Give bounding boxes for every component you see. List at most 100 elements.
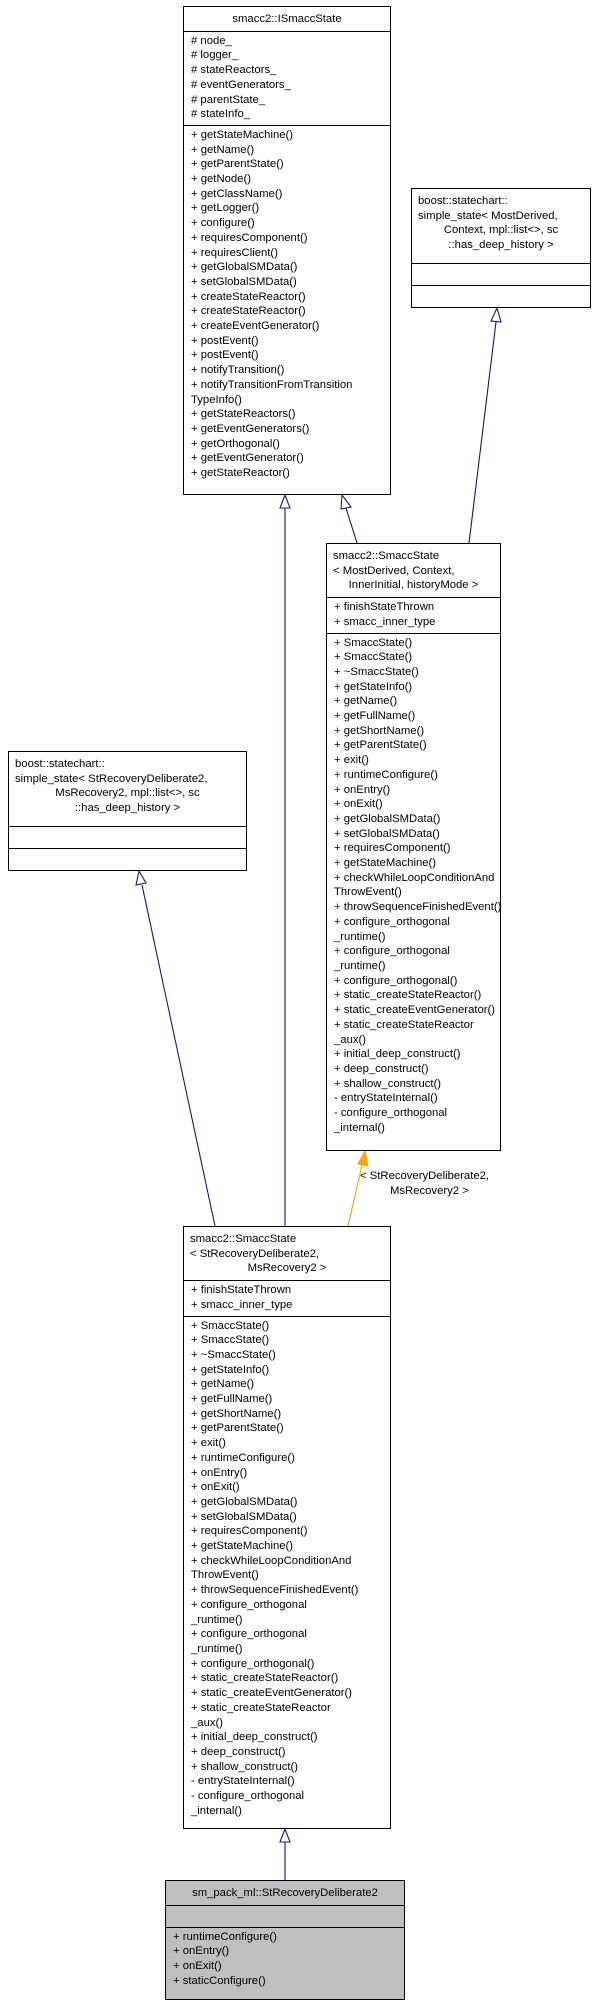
method: + configure_orthogonal [191, 1598, 307, 1611]
method: + runtimeConfigure() [173, 1930, 277, 1943]
methods-section: + SmaccState() + SmaccState() + ~SmaccSt… [327, 632, 502, 1139]
method: + checkWhileLoopConditionAnd [334, 871, 495, 884]
method: + getEventGenerators() [191, 422, 310, 435]
method: - entryStateInternal() [191, 1775, 295, 1788]
attribute: # parentState_ [191, 93, 266, 106]
method: ThrowEvent() [191, 1569, 259, 1582]
method: _runtime() [191, 1642, 243, 1655]
title-line: ::has_deep_history > [448, 239, 554, 252]
methods-section [412, 285, 590, 307]
method: + checkWhileLoopConditionAnd [191, 1554, 352, 1567]
method: + getLogger() [191, 202, 260, 215]
method: - entryStateInternal() [334, 1092, 438, 1105]
title-line: Context, mpl::list<>, sc [443, 224, 559, 237]
method: + getShortName() [334, 724, 425, 737]
method: + configure_orthogonal() [334, 974, 458, 987]
method: + runtimeConfigure() [191, 1451, 295, 1464]
method: + onExit() [334, 798, 383, 811]
edge-smacc-template-to-boost-top [468, 321, 497, 544]
class-box-st-recovery-deliberate2[interactable]: sm_pack_ml::StRecoveryDeliberate2 + runt… [165, 1880, 405, 2000]
title-line: MsRecovery2 > [247, 1262, 327, 1275]
method: + onExit() [173, 1960, 222, 1973]
method: _aux() [334, 1033, 367, 1046]
method: + initial_deep_construct() [191, 1731, 318, 1744]
method: + runtimeConfigure() [334, 768, 438, 781]
method: + getGlobalSMData() [191, 261, 298, 274]
method: + deep_construct() [334, 1062, 429, 1075]
method: + throwSequenceFinishedEvent() [191, 1584, 359, 1597]
method: + postEvent() [191, 334, 259, 347]
method: + SmaccState() [334, 651, 413, 664]
method: _internal() [191, 1804, 242, 1817]
method: + staticConfigure() [173, 1974, 266, 1987]
method: + shallow_construct() [334, 1077, 442, 1090]
class-box-ismacc-state[interactable]: smacc2::ISmaccState # node_ # logger_ # … [183, 6, 391, 495]
method: + configure_orthogonal [191, 1628, 307, 1641]
method: + requiresClient() [191, 246, 278, 259]
template-argument-label: < StRecoveryDeliberate2, MsRecovery2 > [360, 1169, 489, 1198]
attributes-section [166, 1904, 404, 1927]
edge-smacc-template-to-ismacc [345, 507, 358, 544]
attribute: + smacc_inner_type [191, 1298, 293, 1311]
method: + configure_orthogonal [334, 915, 450, 928]
template-argument-line: < StRecoveryDeliberate2, [360, 1170, 490, 1182]
attribute: # stateInfo_ [191, 108, 251, 121]
method: + getName() [191, 143, 255, 156]
attributes-section [412, 263, 590, 285]
title-line: MsRecovery2, mpl::list<>, sc [55, 787, 200, 800]
attribute: # node_ [191, 34, 232, 47]
attributes-section: + finishStateThrown + smacc_inner_type [184, 1280, 390, 1315]
method: _runtime() [191, 1613, 243, 1626]
method: + SmaccState() [191, 1319, 270, 1332]
method: + onEntry() [334, 783, 391, 796]
class-box-smacc-state-instance[interactable]: smacc2::SmaccState < StRecoveryDeliberat… [183, 1226, 391, 1829]
title-line: boost::statechart:: [418, 195, 508, 207]
method: + static_createEventGenerator() [191, 1687, 353, 1700]
class-title: smacc2::SmaccState < StRecoveryDeliberat… [184, 1227, 390, 1280]
method: + static_createStateReactor() [191, 1672, 339, 1685]
method: + createEventGenerator() [191, 320, 320, 333]
class-box-boost-simple-state-generic[interactable]: boost::statechart:: simple_state< MostDe… [411, 188, 591, 308]
class-box-boost-simple-state-instance[interactable]: boost::statechart:: simple_state< StReco… [8, 751, 247, 871]
class-title: smacc2::SmaccState < MostDerived, Contex… [327, 544, 500, 597]
method: + getFullName() [191, 1393, 273, 1406]
attribute: + finishStateThrown [191, 1284, 292, 1297]
method: + getParentState() [334, 739, 427, 752]
attribute: + smacc_inner_type [334, 615, 436, 628]
inheritance-arrowhead [340, 493, 352, 510]
method: + configure_orthogonal [334, 945, 450, 958]
method: + getStateInfo() [191, 1363, 270, 1376]
method: + ~SmaccState() [191, 1348, 276, 1361]
attributes-section [9, 826, 246, 848]
title-line: InnerInitial, historyMode > [348, 579, 479, 592]
method: + getStateMachine() [334, 857, 437, 870]
method: + getShortName() [191, 1407, 282, 1420]
method: - configure_orthogonal [334, 1107, 448, 1120]
method: + getStateReactors() [191, 408, 296, 421]
method: + requiresComponent() [191, 1525, 308, 1538]
method: + getStateMachine() [191, 1540, 294, 1553]
method: + getStateInfo() [334, 680, 413, 693]
method: _aux() [191, 1716, 224, 1729]
method: + throwSequenceFinishedEvent() [334, 901, 502, 914]
methods-section: + runtimeConfigure() + onEntry() + onExi… [166, 1926, 404, 1992]
method: + setGlobalSMData() [191, 275, 297, 288]
template-argument-line: MsRecovery2 > [390, 1184, 469, 1197]
method: + getEventGenerator() [191, 452, 304, 465]
method: + getStateReactor() [191, 467, 290, 480]
method: + configure() [191, 217, 255, 230]
method: + static_createEventGenerator() [334, 1004, 496, 1017]
class-box-smacc-state-template[interactable]: smacc2::SmaccState < MostDerived, Contex… [326, 543, 501, 1151]
title-line: ::has_deep_history > [74, 802, 181, 815]
title-line: smacc2::SmaccState [190, 1233, 297, 1245]
method: + getClassName() [191, 187, 283, 200]
method: + notifyTransitionFromTransition [191, 378, 353, 391]
methods-section [9, 848, 246, 870]
method: + getStateMachine() [191, 128, 294, 141]
class-title: boost::statechart:: simple_state< MostDe… [412, 189, 590, 263]
method: + createStateReactor() [191, 305, 306, 318]
method: + getName() [191, 1378, 255, 1391]
method: ThrowEvent() [334, 886, 402, 899]
method: - configure_orthogonal [191, 1790, 305, 1803]
